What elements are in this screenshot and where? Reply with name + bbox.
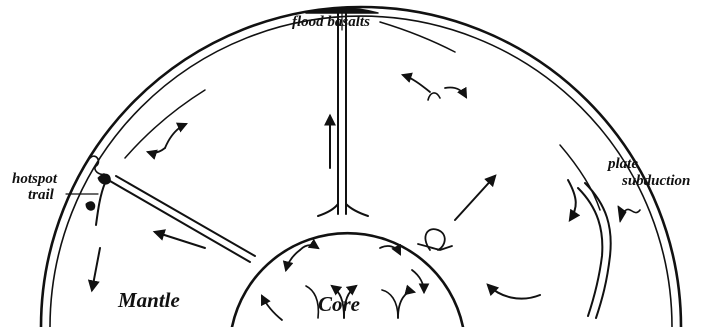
hotspot-blob-1 [98,174,110,184]
flow-arrow-left-cell [155,232,205,248]
flow-arrow-upper-right-b [445,87,466,97]
core-arrow-9 [286,250,300,270]
label-trail: trail [28,188,54,203]
core-arrow-5 [398,292,414,318]
flow-arrow-far-left [92,248,100,290]
lithosphere-streak-3 [560,145,600,210]
flow-arrow-upper-left-b [148,148,165,153]
label-mantle: Mantle [118,290,180,311]
lithosphere-inner [50,16,672,327]
cell-boundary-left-b [116,176,255,256]
core-arrow-6 [262,296,282,320]
cell-boundary-left-a [110,181,250,262]
label-core: Core [318,294,360,315]
hotspot-blob-2 [86,202,95,210]
flow-arrow-lower-right [488,285,540,299]
plume-base [318,204,368,216]
earth-surface-outer [41,7,681,327]
core-arrow-7 [300,245,318,250]
flow-arrow-plume-rise [455,176,495,220]
flow-arrow-upper-right-a [403,75,430,92]
flow-arrow-slab-down [568,180,576,220]
core-arrow-4 [382,290,398,318]
cmb-plume-stem [418,244,452,250]
flow-arrow-upper-right-c [428,93,440,100]
label-hotspot: hotspot [12,172,57,187]
label-flood-basalts: flood basalts [292,15,370,30]
core-arrow-3 [306,286,318,318]
flow-arrow-upper-left-a [165,124,186,148]
hotspot-plume [96,183,105,225]
core-arrow-8 [380,246,400,254]
core-arrow-10 [412,270,424,292]
trench-mark [618,206,626,222]
label-subduction: subduction [622,174,690,189]
label-plate: plate [608,157,638,172]
